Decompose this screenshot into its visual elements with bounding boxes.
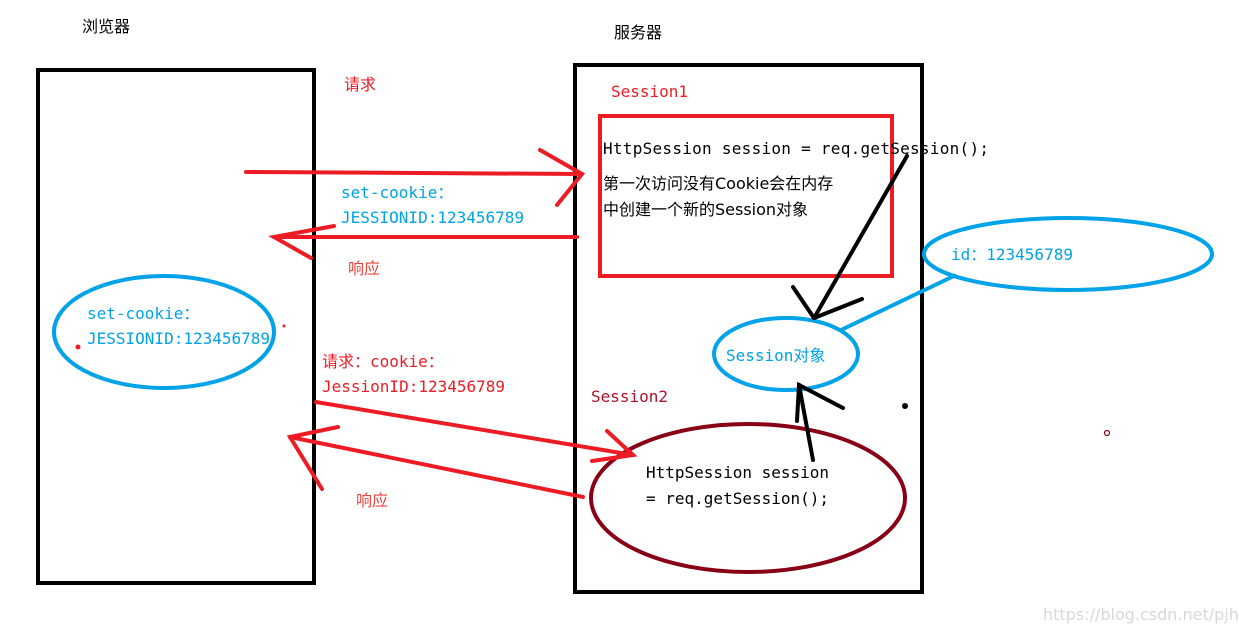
session1-note-line1: 第一次访问没有Cookie会在内存 xyxy=(603,174,833,193)
server-box xyxy=(573,63,924,594)
session2-label: Session2 xyxy=(591,387,668,406)
session-id-label: id：123456789 xyxy=(951,245,1073,264)
session-id-ellipse xyxy=(922,216,1214,292)
stray-dot xyxy=(1103,429,1111,437)
session2-code-line1: HttpSession session xyxy=(646,463,829,482)
browser-title: 浏览器 xyxy=(82,17,130,36)
session-object-label: Session对象 xyxy=(726,346,825,365)
browser-cookie-set-cookie: set-cookie： xyxy=(87,304,199,323)
response2-label: 响应 xyxy=(356,491,388,510)
request1-label: 请求 xyxy=(344,75,376,94)
response1-set-cookie: set-cookie： xyxy=(341,183,453,202)
response1-label: 响应 xyxy=(348,259,380,278)
request2-label: 请求：cookie： xyxy=(322,352,444,371)
session2-ellipse xyxy=(589,422,907,574)
session-object-ellipse xyxy=(712,316,860,392)
request2-jsessionid: JessionID:123456789 xyxy=(322,377,505,396)
browser-box xyxy=(36,68,316,585)
stray-dot xyxy=(75,344,81,350)
session1-note-line2: 中创建一个新的Session对象 xyxy=(603,200,808,219)
reuse-session-arrow xyxy=(795,381,845,462)
response1-arrow xyxy=(268,224,579,260)
session2-code-line2: = req.getSession(); xyxy=(646,489,829,508)
server-title: 服务器 xyxy=(614,23,662,42)
session-id-connector xyxy=(840,273,957,332)
request1-arrow xyxy=(244,148,586,207)
stray-dot xyxy=(282,324,286,328)
browser-cookie-jsessionid: JESSIONID:123456789 xyxy=(87,329,270,348)
response2-arrow xyxy=(286,425,585,499)
session1-label: Session1 xyxy=(611,82,688,101)
browser-cookie-ellipse xyxy=(52,274,276,390)
create-session-arrow xyxy=(791,154,909,321)
response1-jsessionid: JESSIONID:123456789 xyxy=(341,208,524,227)
session1-box xyxy=(598,114,894,278)
request2-arrow xyxy=(314,400,638,463)
session1-code: HttpSession session = req.getSession(); xyxy=(603,139,989,158)
watermark: https://blog.csdn.net/pjh88 xyxy=(1043,605,1239,624)
stray-dot xyxy=(902,403,908,409)
